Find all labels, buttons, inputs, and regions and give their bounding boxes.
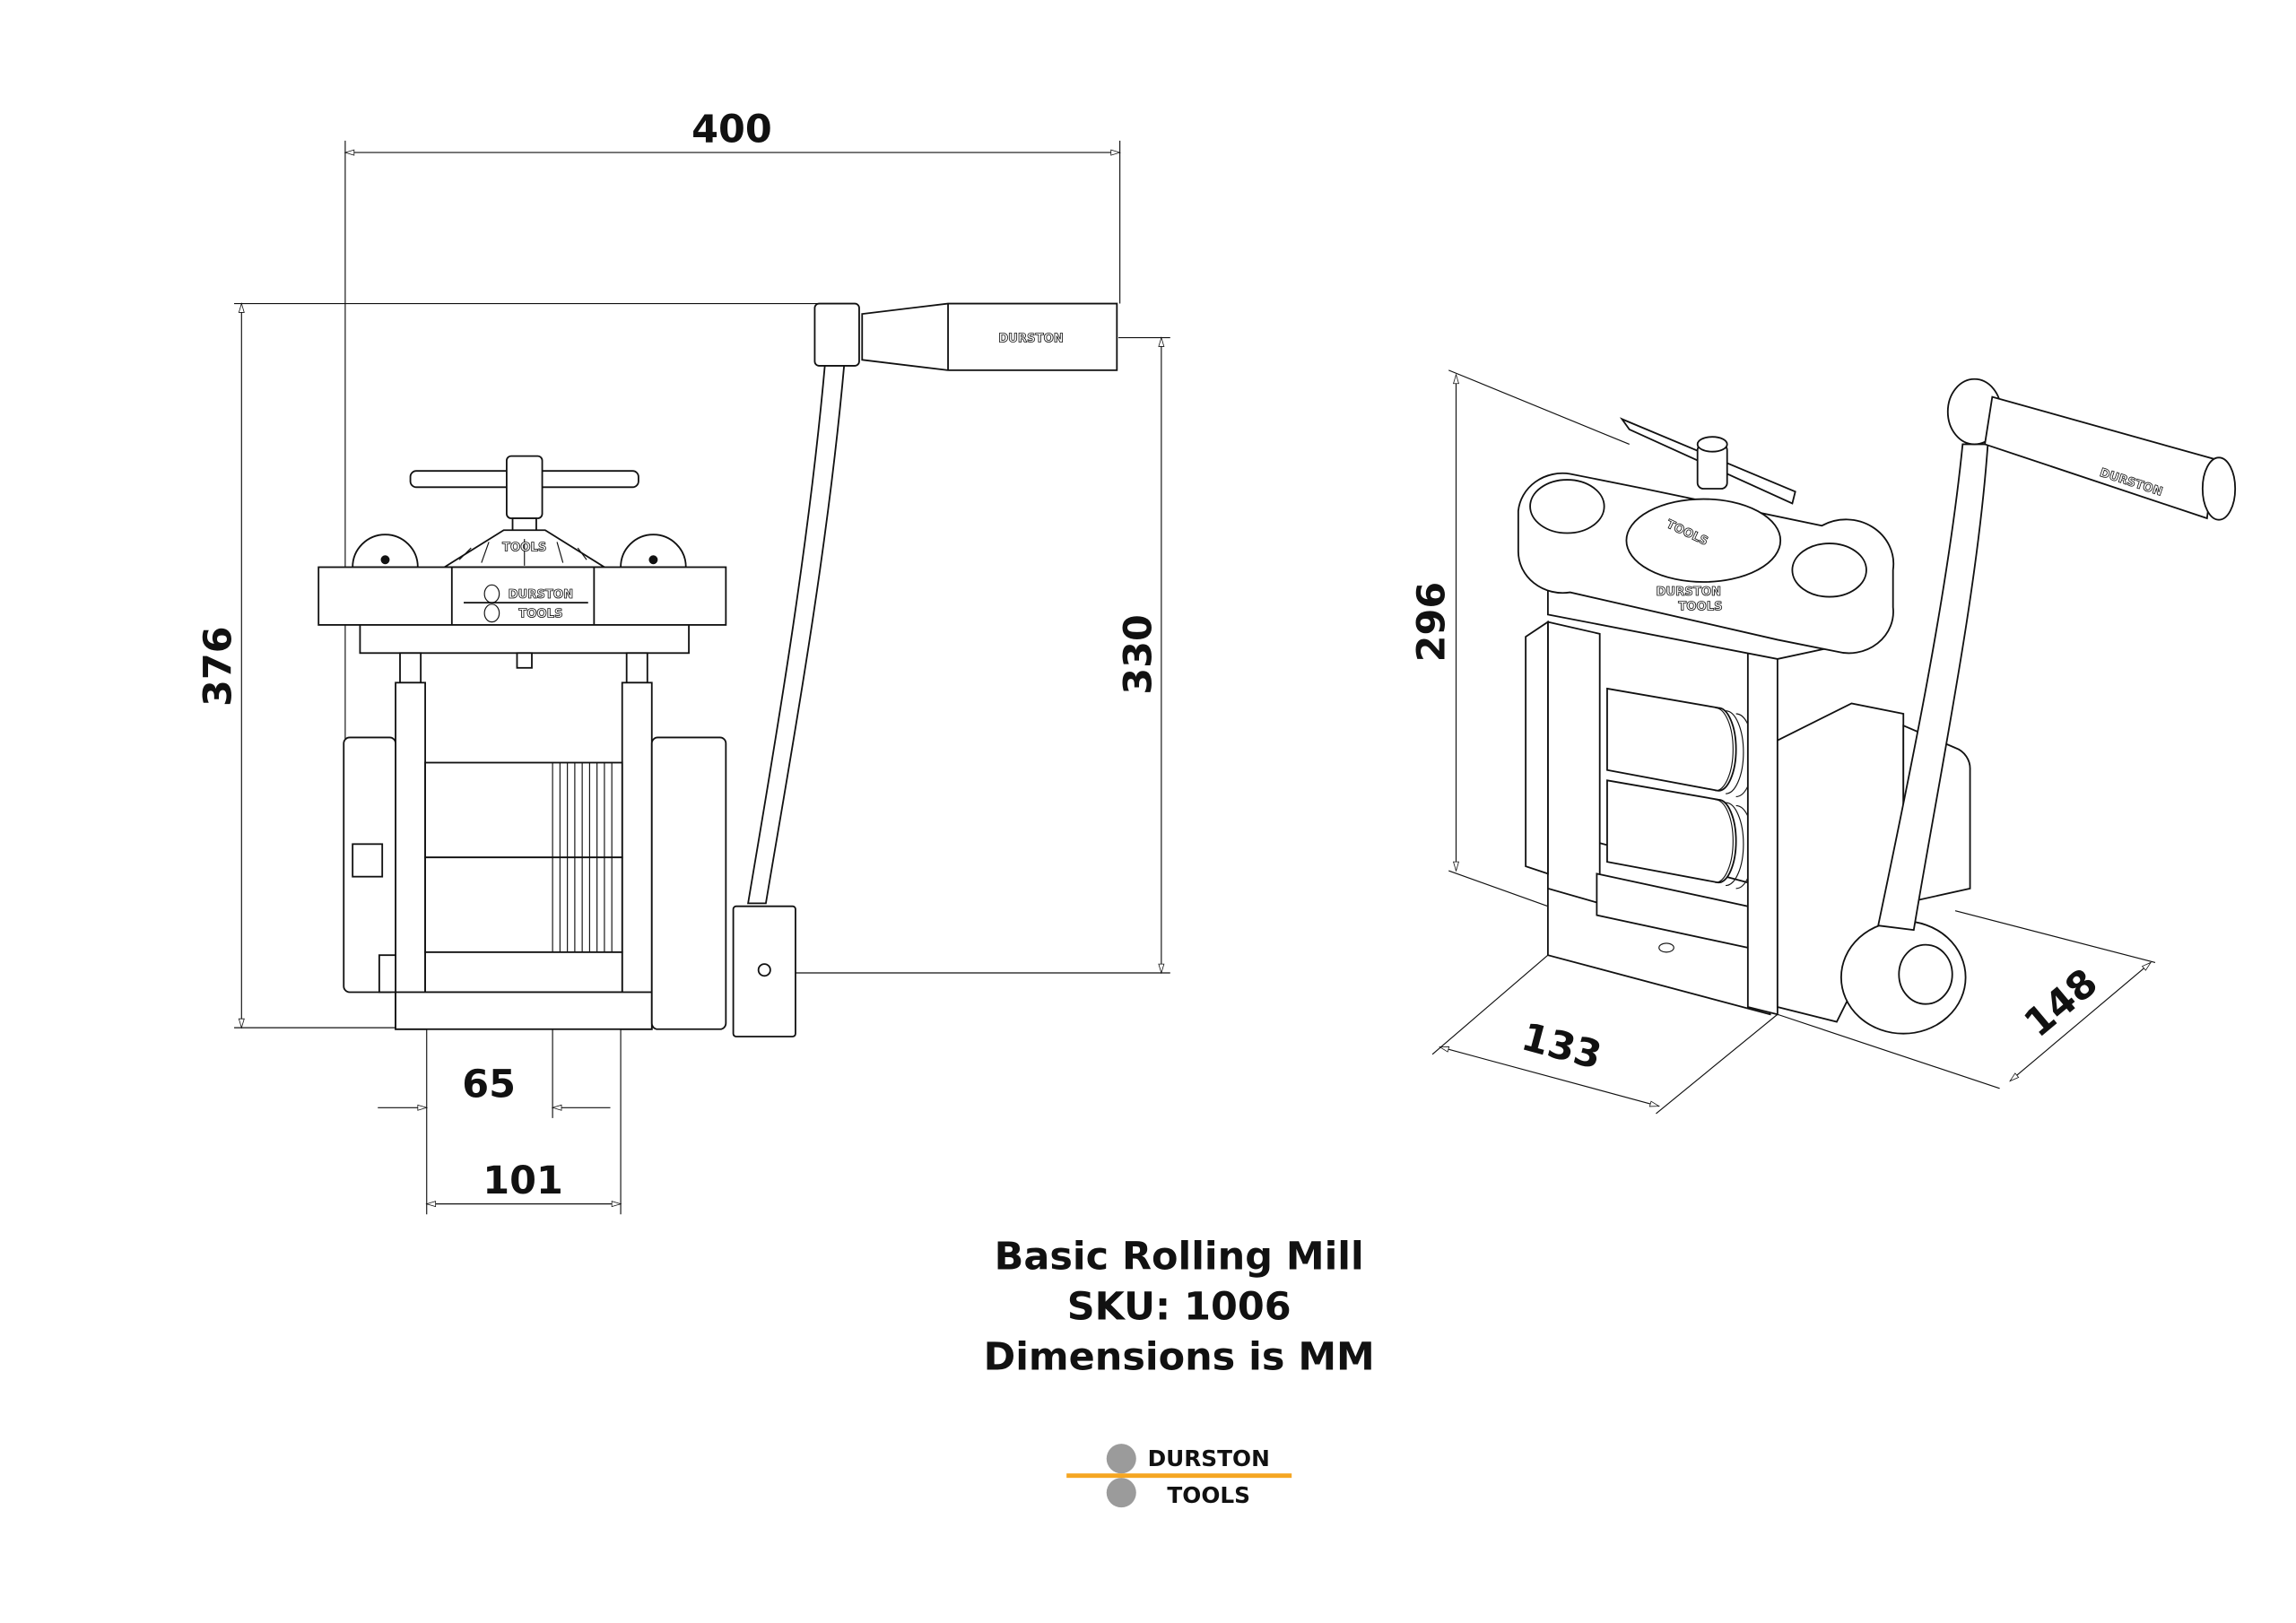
logo-bar bbox=[1066, 1473, 1292, 1479]
dim-iso-width: 148 bbox=[2016, 960, 2107, 1046]
drawing-sku: SKU: 1006 bbox=[1067, 1284, 1292, 1329]
crank-handle bbox=[861, 302, 1118, 371]
iso-lower-roller bbox=[1606, 779, 1737, 884]
iso-plate-engraving-tools: TOOLS bbox=[1678, 600, 1722, 613]
crank-arm bbox=[747, 361, 846, 905]
gear-housing bbox=[650, 736, 727, 1030]
logo-lower-roller-icon bbox=[1106, 1478, 1136, 1508]
upper-roller bbox=[424, 761, 623, 859]
mill-front: TOOLS DURSTON TOOLS bbox=[317, 302, 1118, 1037]
durston-tools-logo: DURSTON TOOLS bbox=[1066, 1444, 1292, 1508]
base bbox=[395, 991, 653, 1030]
dim-roller-width: 65 bbox=[462, 1063, 516, 1107]
drawing-title: Basic Rolling Mill bbox=[995, 1234, 1364, 1279]
iso-crank-handle bbox=[1984, 395, 2216, 520]
iso-extension-lines bbox=[1431, 369, 2156, 1115]
mill-iso: DURSTON TOOLS DURSTON TOOLS bbox=[1517, 378, 2237, 1035]
plate-engraving-tools: TOOLS bbox=[518, 608, 562, 621]
iso-upper-roller bbox=[1606, 687, 1737, 792]
logo-line2: TOOLS bbox=[1167, 1482, 1250, 1508]
right-post bbox=[621, 681, 653, 1030]
iso-dial bbox=[1625, 498, 1782, 583]
plate-engraving-durston: DURSTON bbox=[509, 588, 574, 602]
dim-iso-depth: 133 bbox=[1517, 1015, 1605, 1079]
left-post bbox=[395, 681, 426, 1030]
dim-line-133 bbox=[1439, 1046, 1661, 1107]
extension-lines bbox=[234, 140, 1170, 1215]
title-block: Basic Rolling Mill SKU: 1006 Dimensions … bbox=[984, 1234, 1375, 1379]
iso-plate-engraving-durston: DURSTON bbox=[1656, 586, 1721, 599]
logo-line1: DURSTON bbox=[1148, 1445, 1270, 1471]
dim-handle-height: 330 bbox=[1116, 614, 1161, 695]
dial-engraving: TOOLS bbox=[502, 541, 546, 554]
dim-line-148 bbox=[2009, 961, 2152, 1082]
handle-engraving: DURSTON bbox=[998, 332, 1064, 345]
isometric-view: 296 133 148 bbox=[1409, 369, 2237, 1115]
drawing-units-note: Dimensions is MM bbox=[984, 1335, 1375, 1380]
lower-roller bbox=[424, 856, 623, 953]
dim-iso-height: 296 bbox=[1409, 582, 1454, 663]
front-view: 400 376 330 65 101 TOOLS bbox=[196, 108, 1170, 1215]
dim-overall-height: 376 bbox=[196, 626, 241, 707]
dim-overall-width: 400 bbox=[691, 108, 772, 152]
logo-upper-roller-icon bbox=[1106, 1444, 1136, 1474]
dim-frame-width: 101 bbox=[483, 1159, 563, 1203]
